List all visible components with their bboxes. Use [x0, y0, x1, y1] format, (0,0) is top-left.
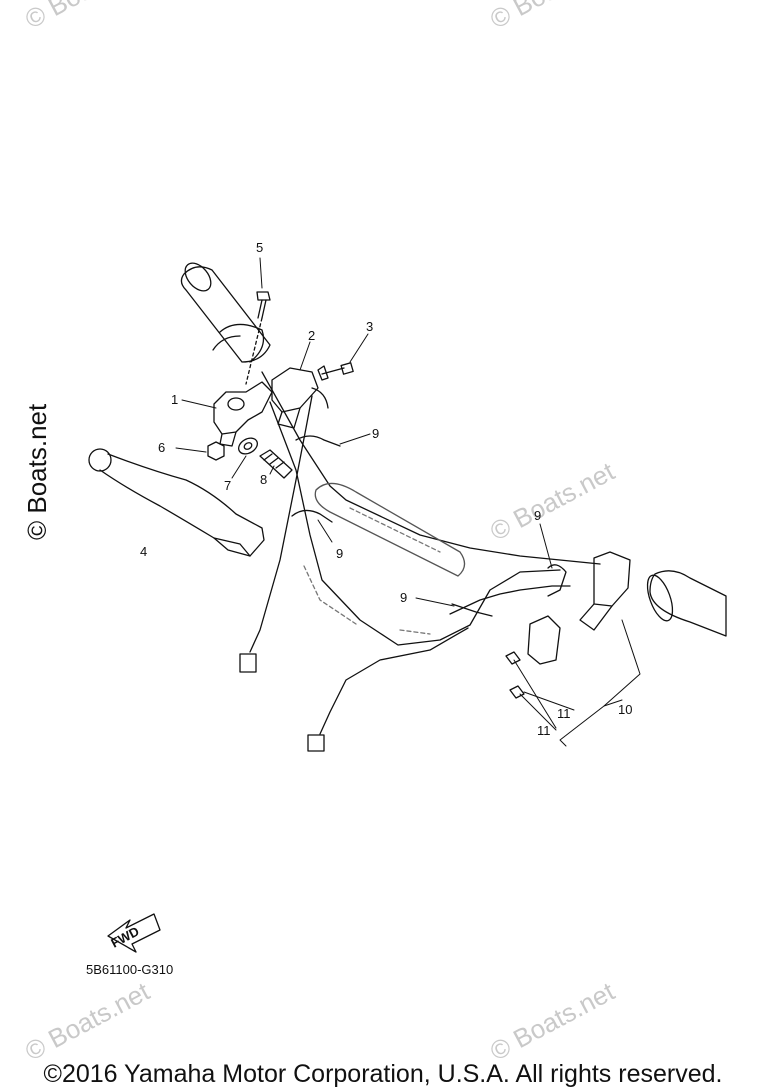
copyright-notice: ©2016 Yamaha Motor Corporation, U.S.A. A…: [43, 1060, 723, 1088]
callout-9: 9: [372, 426, 379, 441]
callout-11: 11: [557, 706, 571, 721]
part-5-bolt: [245, 291, 271, 385]
fwd-label: FWD: [108, 924, 141, 951]
part-4-lever: [88, 448, 265, 557]
part-11-screws: [505, 651, 525, 699]
callout-10: 10: [618, 702, 632, 717]
diagram-code: 5B61100-G310: [86, 962, 174, 977]
part-9-bands: [291, 435, 567, 617]
leader-lines: [175, 257, 641, 747]
callout-6: 6: [158, 440, 165, 455]
wire-harness: [239, 395, 571, 752]
left-grip: [180, 262, 271, 363]
callout-8: 8: [260, 472, 267, 487]
part-7-washer: [238, 437, 258, 455]
callout-2: 2: [308, 328, 315, 343]
callout-7: 7: [224, 478, 231, 493]
part-6-nut: [207, 441, 225, 461]
callout-4: 4: [140, 544, 147, 559]
callout-3: 3: [366, 319, 373, 334]
callout-11: 11: [537, 723, 551, 738]
callout-9: 9: [400, 590, 407, 605]
handlebar: [261, 371, 601, 646]
part-8-adjuster: [259, 449, 293, 479]
part-10-switch: [527, 551, 631, 665]
callout-1: 1: [171, 392, 178, 407]
callout-5: 5: [256, 240, 263, 255]
part-3-bolt: [317, 362, 354, 381]
part-2-clamp: [271, 367, 329, 429]
callout-9: 9: [336, 546, 343, 561]
right-grip: [646, 570, 727, 637]
callout-9: 9: [534, 508, 541, 523]
part-1-lever-holder: [213, 381, 273, 447]
fwd-arrow-icon: [107, 913, 161, 953]
